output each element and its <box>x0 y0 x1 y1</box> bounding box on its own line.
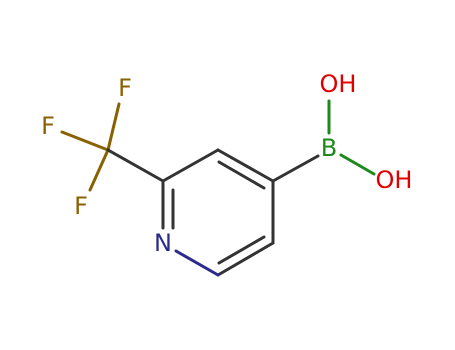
atom-boron: B <box>321 134 337 162</box>
bond-c5-c6-inner <box>217 235 266 265</box>
atom-fluorine-left: F <box>41 112 55 140</box>
atom-hydroxyl-right: OH <box>376 166 413 194</box>
atom-fluorine-top: F <box>118 74 132 102</box>
bond-c5-c6-outer <box>216 241 275 277</box>
bond-c2-c3 <box>161 148 220 183</box>
bond-c6-n <box>174 249 220 277</box>
bond-cf3-f-bottom <box>88 148 110 192</box>
bond-c3-c4-outer <box>216 148 275 183</box>
bond-cf3-f-left <box>60 130 110 152</box>
bond-c4-b <box>271 154 320 183</box>
bond-cf3-ring <box>106 148 165 183</box>
atom-fluorine-bottom: F <box>74 192 88 220</box>
bond-c3-c4-inner <box>217 160 266 190</box>
atom-nitrogen: N <box>154 229 172 257</box>
bond-b-o-right <box>339 153 376 176</box>
atom-hydroxyl-top: OH <box>320 70 357 98</box>
bond-cf3-f-top <box>106 102 121 152</box>
